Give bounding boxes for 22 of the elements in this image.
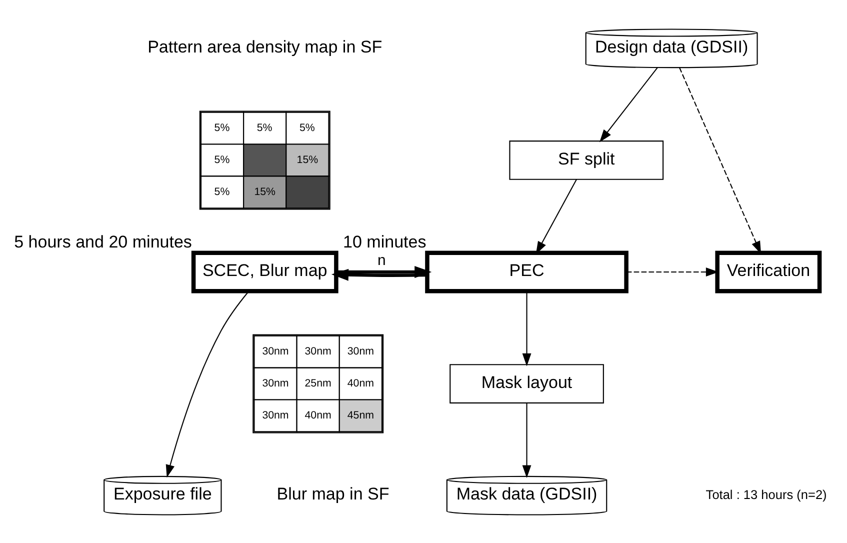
edge-label: n [378, 252, 386, 268]
label: 5% [214, 153, 230, 166]
label: Blur map in SF [276, 484, 390, 504]
label: 5% [299, 121, 315, 134]
label: 30nm [262, 376, 289, 389]
label: 30nm [262, 408, 289, 421]
label: 5% [214, 121, 230, 134]
label: 5% [214, 185, 230, 198]
label: Total : 13 hours (n=2) [706, 486, 827, 502]
label: 40nm [347, 376, 374, 389]
label: 45nm [347, 408, 374, 421]
label: 5% [256, 121, 272, 134]
label: 30nm [304, 345, 332, 358]
label: 25nm [304, 376, 332, 389]
node-label: 10 minutes [343, 232, 426, 251]
node-label: 5 hours and 20 minutes [14, 232, 192, 251]
label: 30nm [262, 345, 289, 358]
label: 30nm [347, 345, 374, 358]
label: Pattern area density map in SF [148, 36, 382, 56]
label: 15% [254, 185, 276, 198]
label: 40nm [304, 408, 332, 421]
label: 15% [296, 153, 318, 166]
